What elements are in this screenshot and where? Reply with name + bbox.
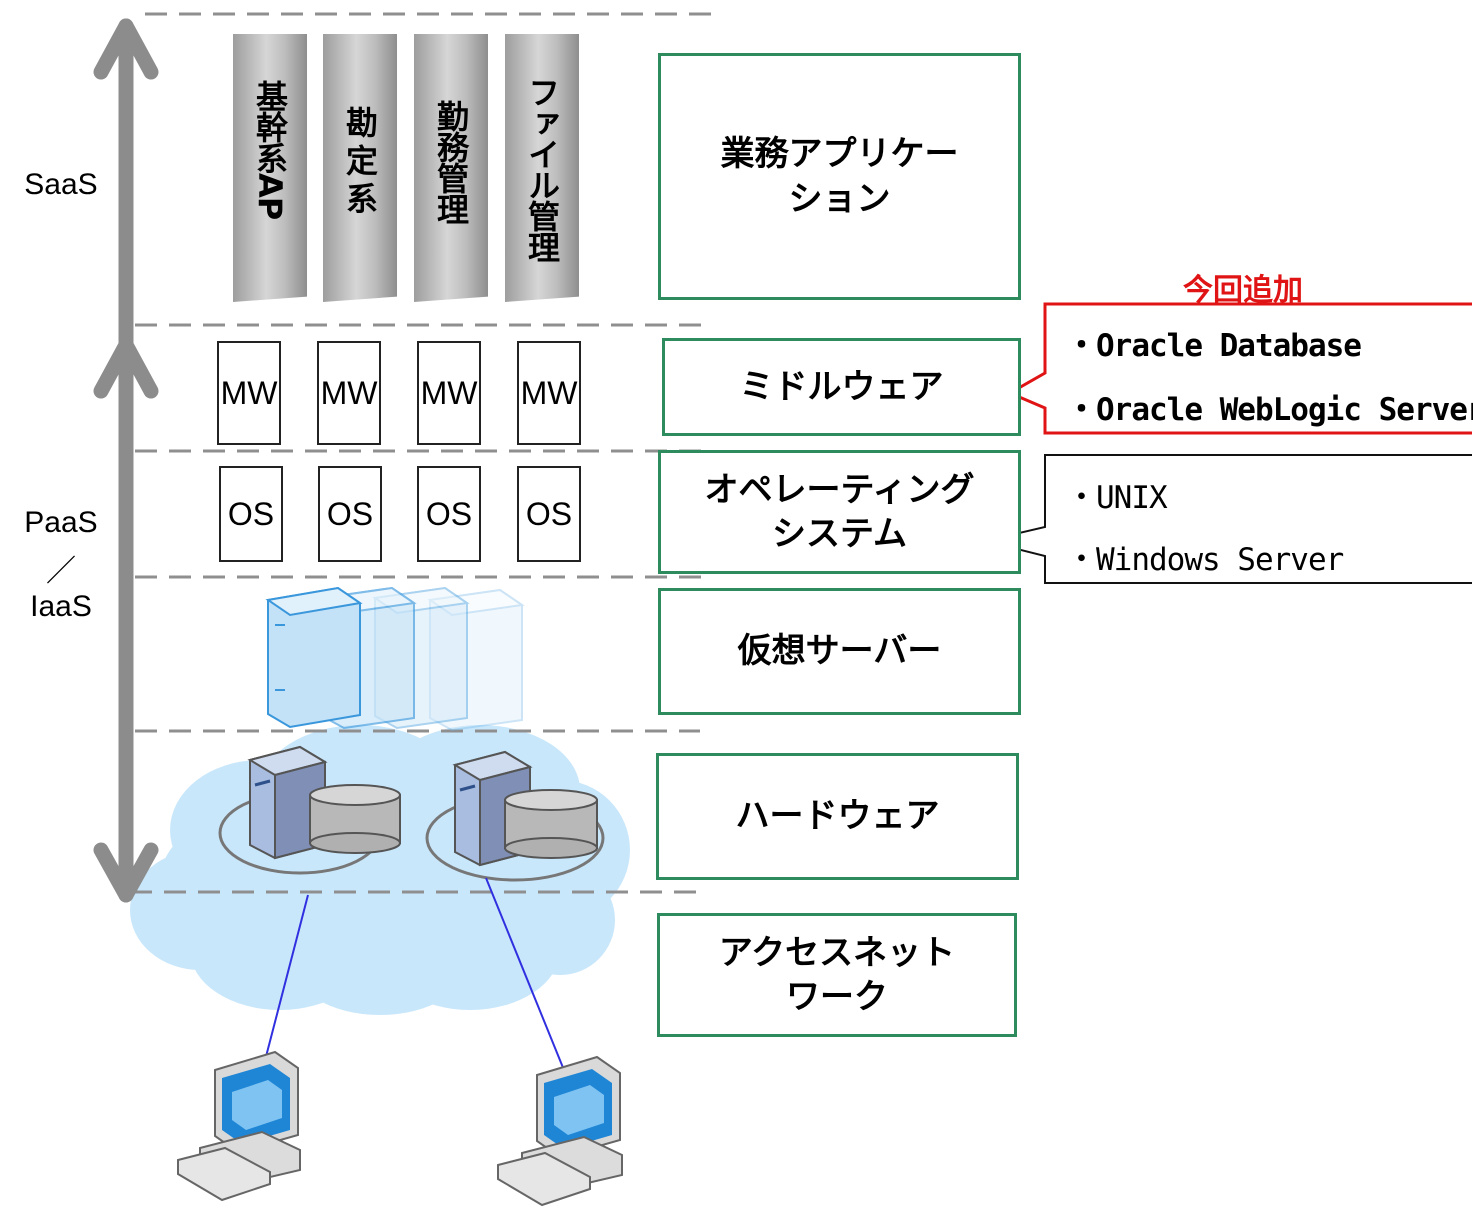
paas-label: PaaS (24, 506, 98, 539)
middleware-box: MW (317, 341, 381, 445)
hardware-server-left (218, 745, 401, 875)
os-box: OS (318, 466, 382, 562)
application-pillar: 基幹系AP (233, 34, 307, 302)
network-links (261, 877, 567, 1076)
client-pc-left (177, 1050, 301, 1202)
application-pillar-label: 勘定系 (341, 106, 379, 220)
middleware-box: MW (217, 341, 281, 445)
operating-system-layer: オペレーティング システム (658, 450, 1021, 574)
application-pillar: ファイル管理 (505, 34, 579, 302)
client-pc-right (497, 1055, 623, 1207)
hardware-server-right (425, 750, 605, 882)
middleware-box: MW (517, 341, 581, 445)
application-pillar: 勤務管理 (414, 34, 488, 302)
layer-separators (130, 12, 718, 894)
os-callout-item: ・UNIX (1066, 480, 1168, 516)
virtual-server-layer: 仮想サーバー (658, 588, 1021, 715)
access-network-layer: アクセスネット ワーク (657, 913, 1017, 1037)
os-box: OS (219, 466, 283, 562)
middleware-callout-item: ・Oracle WebLogic Server (1066, 392, 1473, 428)
iaas-label: IaaS (30, 590, 92, 623)
middleware-box: MW (417, 341, 481, 445)
network-cloud (130, 725, 630, 1015)
slash-label: ／ (46, 555, 76, 588)
application-pillar-label: 勤務管理 (432, 100, 470, 224)
application-pillar-label: ファイル管理 (523, 76, 561, 262)
os-callout-item: ・Windows Server (1066, 542, 1344, 578)
os-box: OS (417, 466, 481, 562)
os-box: OS (517, 466, 581, 562)
middleware-callout-item: ・Oracle Database (1066, 328, 1362, 364)
paas-iaas-arrow (93, 337, 159, 903)
virtual-server-icon (265, 586, 525, 732)
saas-label: SaaS (24, 168, 98, 201)
business-application-layer: 業務アプリケー ション (658, 53, 1021, 300)
newly-added-badge: 今回追加 (1183, 273, 1303, 308)
application-pillar-label: 基幹系AP (251, 80, 289, 220)
saas-arrow (93, 18, 159, 363)
middleware-layer: ミドルウェア (662, 338, 1021, 436)
hardware-layer: ハードウェア (656, 753, 1019, 880)
application-pillar: 勘定系 (323, 34, 397, 302)
